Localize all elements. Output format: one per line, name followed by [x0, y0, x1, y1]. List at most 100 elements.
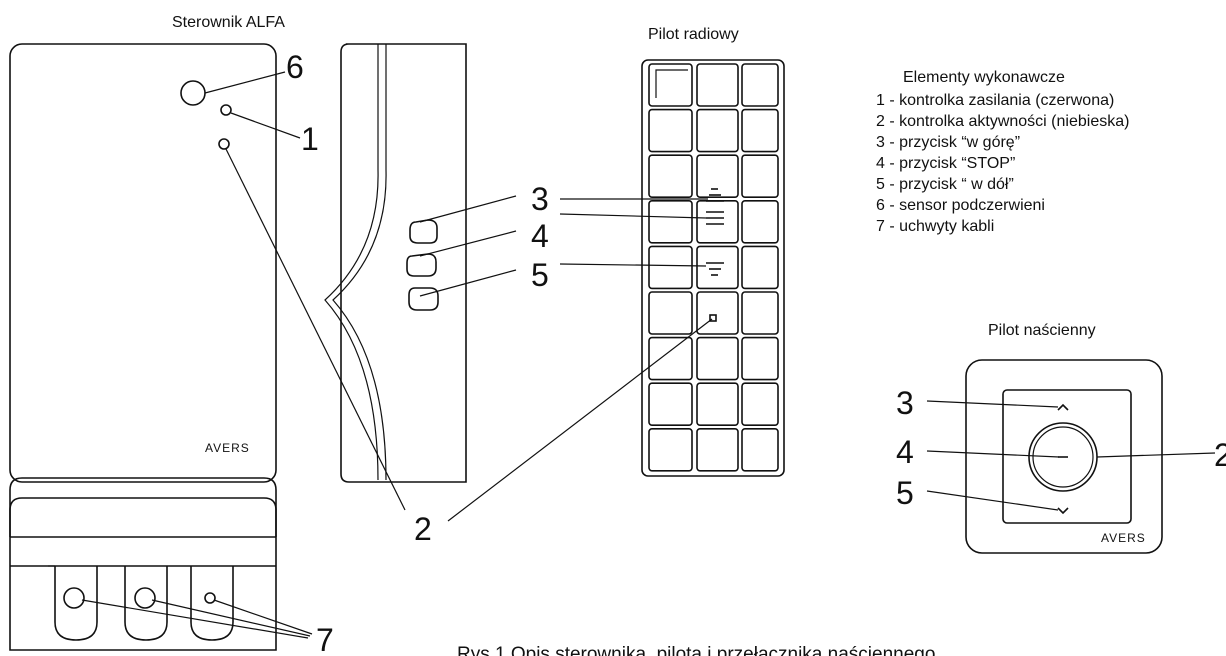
remote-key	[741, 427, 779, 472]
ir-sensor	[180, 80, 206, 106]
controller-front: Sterownik ALFA AVERS	[9, 14, 285, 483]
remote-key	[648, 427, 693, 472]
leader-wall-2	[1096, 452, 1216, 458]
remote-down-symbol	[706, 262, 724, 276]
remote-key	[696, 336, 739, 381]
legend-item: 4 - przycisk “STOP”	[876, 155, 1015, 172]
wall-remote-title: Pilot naścienny	[988, 322, 1096, 339]
cable-holders	[9, 477, 277, 651]
leader-lines	[81, 71, 1216, 639]
side-button-down	[408, 287, 439, 311]
activity-led	[218, 138, 230, 150]
wall-down-symbol	[1057, 507, 1069, 515]
leader-wall-3	[926, 400, 1059, 408]
leader-5-remote	[559, 263, 707, 267]
remote-corner-mark	[655, 69, 688, 98]
radio-remote-title: Pilot radiowy	[648, 26, 739, 43]
leader-7a	[81, 599, 309, 639]
callout-wall-4: 4	[896, 434, 914, 470]
remote-key	[741, 63, 779, 107]
bottom-shell	[9, 497, 277, 537]
side-seam-left	[324, 44, 379, 481]
legend-item: 7 - uchwyty kabli	[876, 218, 994, 235]
leader-6	[204, 71, 286, 94]
legend-heading: Elementy wykonawcze	[903, 69, 1065, 86]
leader-3-side	[419, 195, 517, 223]
remote-key	[696, 245, 739, 290]
wall-panel	[1002, 389, 1132, 524]
leader-2-controller	[225, 148, 406, 511]
wall-logo: AVERS	[1101, 531, 1146, 545]
callout-wall-5: 5	[896, 475, 914, 511]
callout-6: 6	[286, 49, 304, 85]
remote-body	[641, 59, 785, 477]
legend-item: 5 - przycisk “ w dół”	[876, 176, 1014, 193]
leader-wall-4	[926, 450, 1060, 458]
figure-caption: Rys.1 Opis sterownika, pilota i przełącz…	[457, 644, 935, 656]
callouts: 6 1 2 3 4 5 7 3 4 5 2	[286, 49, 1226, 656]
side-button-up	[409, 219, 438, 244]
wall-stop-button	[1032, 426, 1094, 488]
remote-grid	[648, 63, 779, 472]
callout-1: 1	[301, 121, 319, 157]
side-seam-right	[332, 44, 387, 481]
leader-1	[230, 112, 301, 139]
remote-key	[648, 108, 693, 153]
remote-key	[648, 291, 693, 335]
legend-item: 1 - kontrolka zasilania (czerwona)	[876, 92, 1114, 109]
callout-2: 2	[414, 511, 432, 547]
legend-item: 6 - sensor podczerwieni	[876, 197, 1045, 214]
remote-key	[648, 382, 693, 427]
leader-5-side	[419, 269, 517, 297]
leader-2-remote	[447, 318, 713, 522]
wall-up-symbol	[1057, 403, 1069, 411]
controller-side	[324, 43, 467, 483]
wall-plate	[965, 359, 1163, 554]
cable-hole-1	[63, 587, 85, 609]
remote-key	[696, 154, 739, 198]
remote-key	[741, 245, 779, 290]
legend: Elementy wykonawcze 1 - kontrolka zasila…	[876, 69, 1129, 235]
remote-key	[696, 427, 739, 472]
remote-key	[696, 291, 739, 335]
remote-key	[741, 154, 779, 198]
remote-key	[648, 200, 693, 244]
leader-wall-5	[926, 490, 1059, 511]
remote-key	[741, 200, 779, 244]
remote-key	[648, 63, 693, 107]
leader-7c	[213, 599, 313, 635]
remote-key	[741, 382, 779, 427]
remote-key	[696, 108, 739, 153]
cable-hole-3	[204, 592, 216, 604]
leader-4-side	[419, 230, 517, 257]
legend-item: 2 - kontrolka aktywności (niebieska)	[876, 113, 1129, 130]
remote-up-symbol	[706, 188, 724, 202]
cable-holder-2	[124, 566, 168, 641]
leader-4-remote	[559, 213, 707, 219]
callout-5: 5	[531, 257, 549, 293]
remote-key	[741, 291, 779, 335]
radio-remote: Pilot radiowy	[641, 26, 785, 477]
cable-holder-3	[190, 566, 234, 641]
callout-wall-3: 3	[896, 385, 914, 421]
remote-key	[648, 336, 693, 381]
callout-7: 7	[316, 622, 334, 656]
cable-hole-2	[134, 587, 156, 609]
power-led	[220, 104, 232, 116]
remote-led	[709, 314, 717, 322]
controller-title: Sterownik ALFA	[172, 14, 285, 31]
remote-key	[648, 154, 693, 198]
legend-item: 3 - przycisk “w górę”	[876, 134, 1020, 151]
callout-wall-2: 2	[1214, 437, 1226, 473]
remote-key	[648, 245, 693, 290]
side-button-stop	[406, 253, 437, 277]
remote-key	[741, 108, 779, 153]
callout-4: 4	[531, 218, 549, 254]
remote-stop-symbol	[706, 211, 724, 225]
wall-remote: Pilot naścienny AVERS	[965, 322, 1163, 554]
remote-key	[696, 200, 739, 244]
leader-7b	[151, 599, 311, 637]
controller-body	[9, 43, 277, 483]
remote-key	[696, 382, 739, 427]
